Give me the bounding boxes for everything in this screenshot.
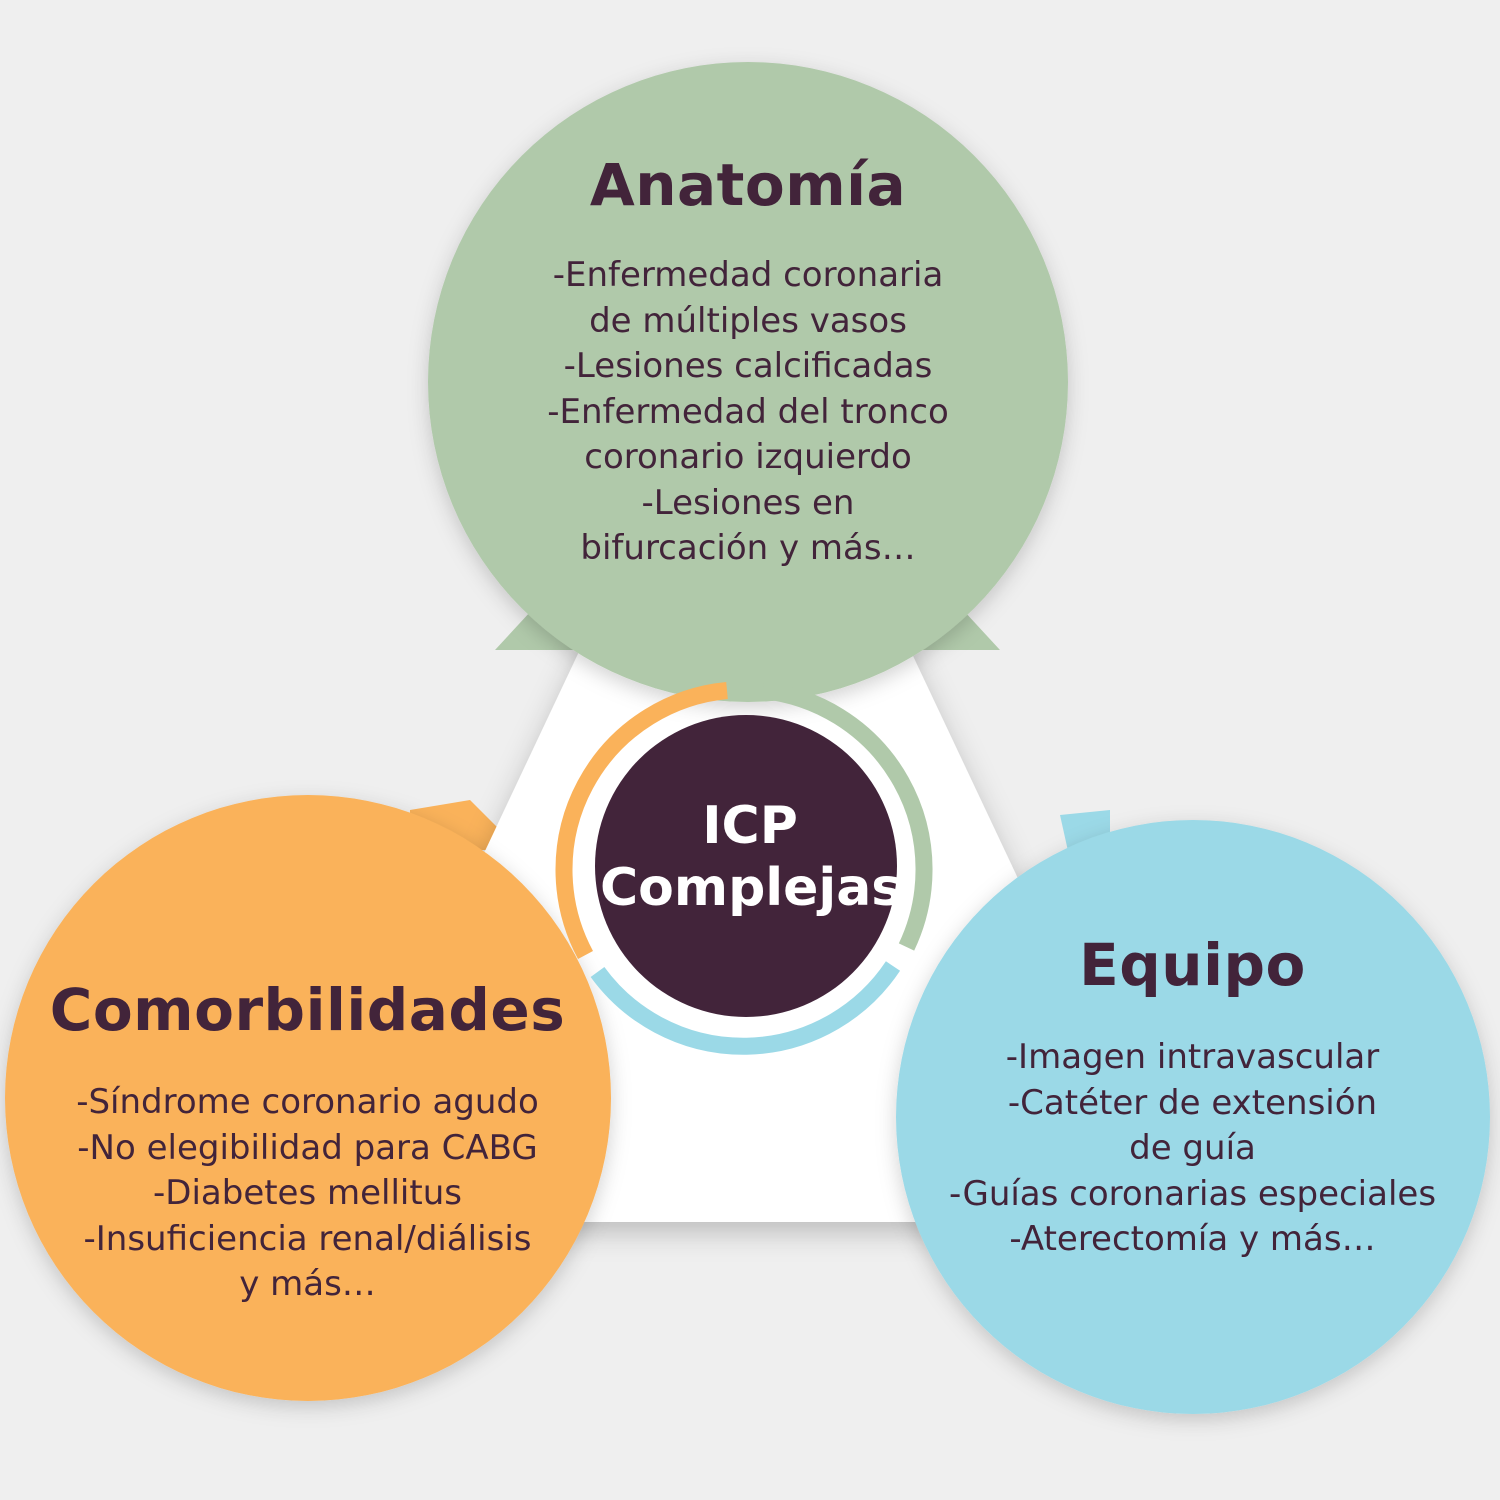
equipo-list: -Imagen intravascular -Catéter de extens… — [940, 1035, 1445, 1263]
center-label-line1: ICP — [702, 796, 798, 856]
anatomia-block: Anatomía -Enfermedad coronaria de múltip… — [498, 150, 998, 572]
anatomia-item: -Enfermedad coronaria — [552, 255, 944, 295]
equipo-title: Equipo — [1079, 931, 1306, 999]
center-label: ICP Complejas — [600, 795, 903, 919]
anatomia-list: -Enfermedad coronaria de múltiples vasos… — [498, 253, 998, 572]
equipo-item: -Aterectomía y más… — [1009, 1219, 1376, 1259]
equipo-circle — [896, 820, 1490, 1414]
comorbilidades-item: -No elegibilidad para CABG — [77, 1127, 538, 1168]
anatomia-title: Anatomía — [589, 151, 907, 219]
equipo-item: -Catéter de extensión — [1007, 1082, 1378, 1123]
anatomia-item: -Lesiones calcificadas — [563, 346, 933, 386]
center-circle — [595, 715, 897, 1017]
equipo-block: Equipo -Imagen intravascular -Catéter de… — [940, 930, 1445, 1263]
anatomia-circle — [428, 62, 1068, 702]
comorbilidades-title: Comorbilidades — [49, 976, 566, 1044]
anatomia-item: -Enfermedad del tronco — [547, 391, 949, 432]
center-ring-orange-arc — [555, 682, 728, 960]
center-ring-green-arc — [762, 682, 933, 951]
comorbilidades-item: -Síndrome coronario agudo — [76, 1082, 539, 1122]
anatomia-item: -Lesiones en — [641, 482, 855, 523]
anatomia-item: coronario izquierdo — [584, 437, 912, 477]
comorbilidades-circle — [5, 795, 611, 1401]
comorbilidades-item: y más… — [239, 1264, 376, 1304]
equipo-item: de guía — [1129, 1128, 1256, 1168]
comorbilidades-item: -Insuficiencia renal/diálisis — [83, 1218, 532, 1259]
anatomia-item: bifurcación y más… — [580, 528, 916, 568]
center-ring-blue-arc — [590, 961, 901, 1055]
equipo-item: -Imagen intravascular — [1005, 1037, 1380, 1077]
equipo-item: -Guías coronarias especiales — [948, 1173, 1437, 1214]
center-label-line2: Complejas — [600, 858, 903, 918]
comorbilidades-block: Comorbilidades -Síndrome coronario agudo… — [20, 975, 595, 1308]
comorbilidades-list: -Síndrome coronario agudo -No elegibilid… — [20, 1080, 595, 1308]
comorbilidades-item: -Diabetes mellitus — [153, 1173, 462, 1213]
anatomia-item: de múltiples vasos — [589, 300, 907, 341]
